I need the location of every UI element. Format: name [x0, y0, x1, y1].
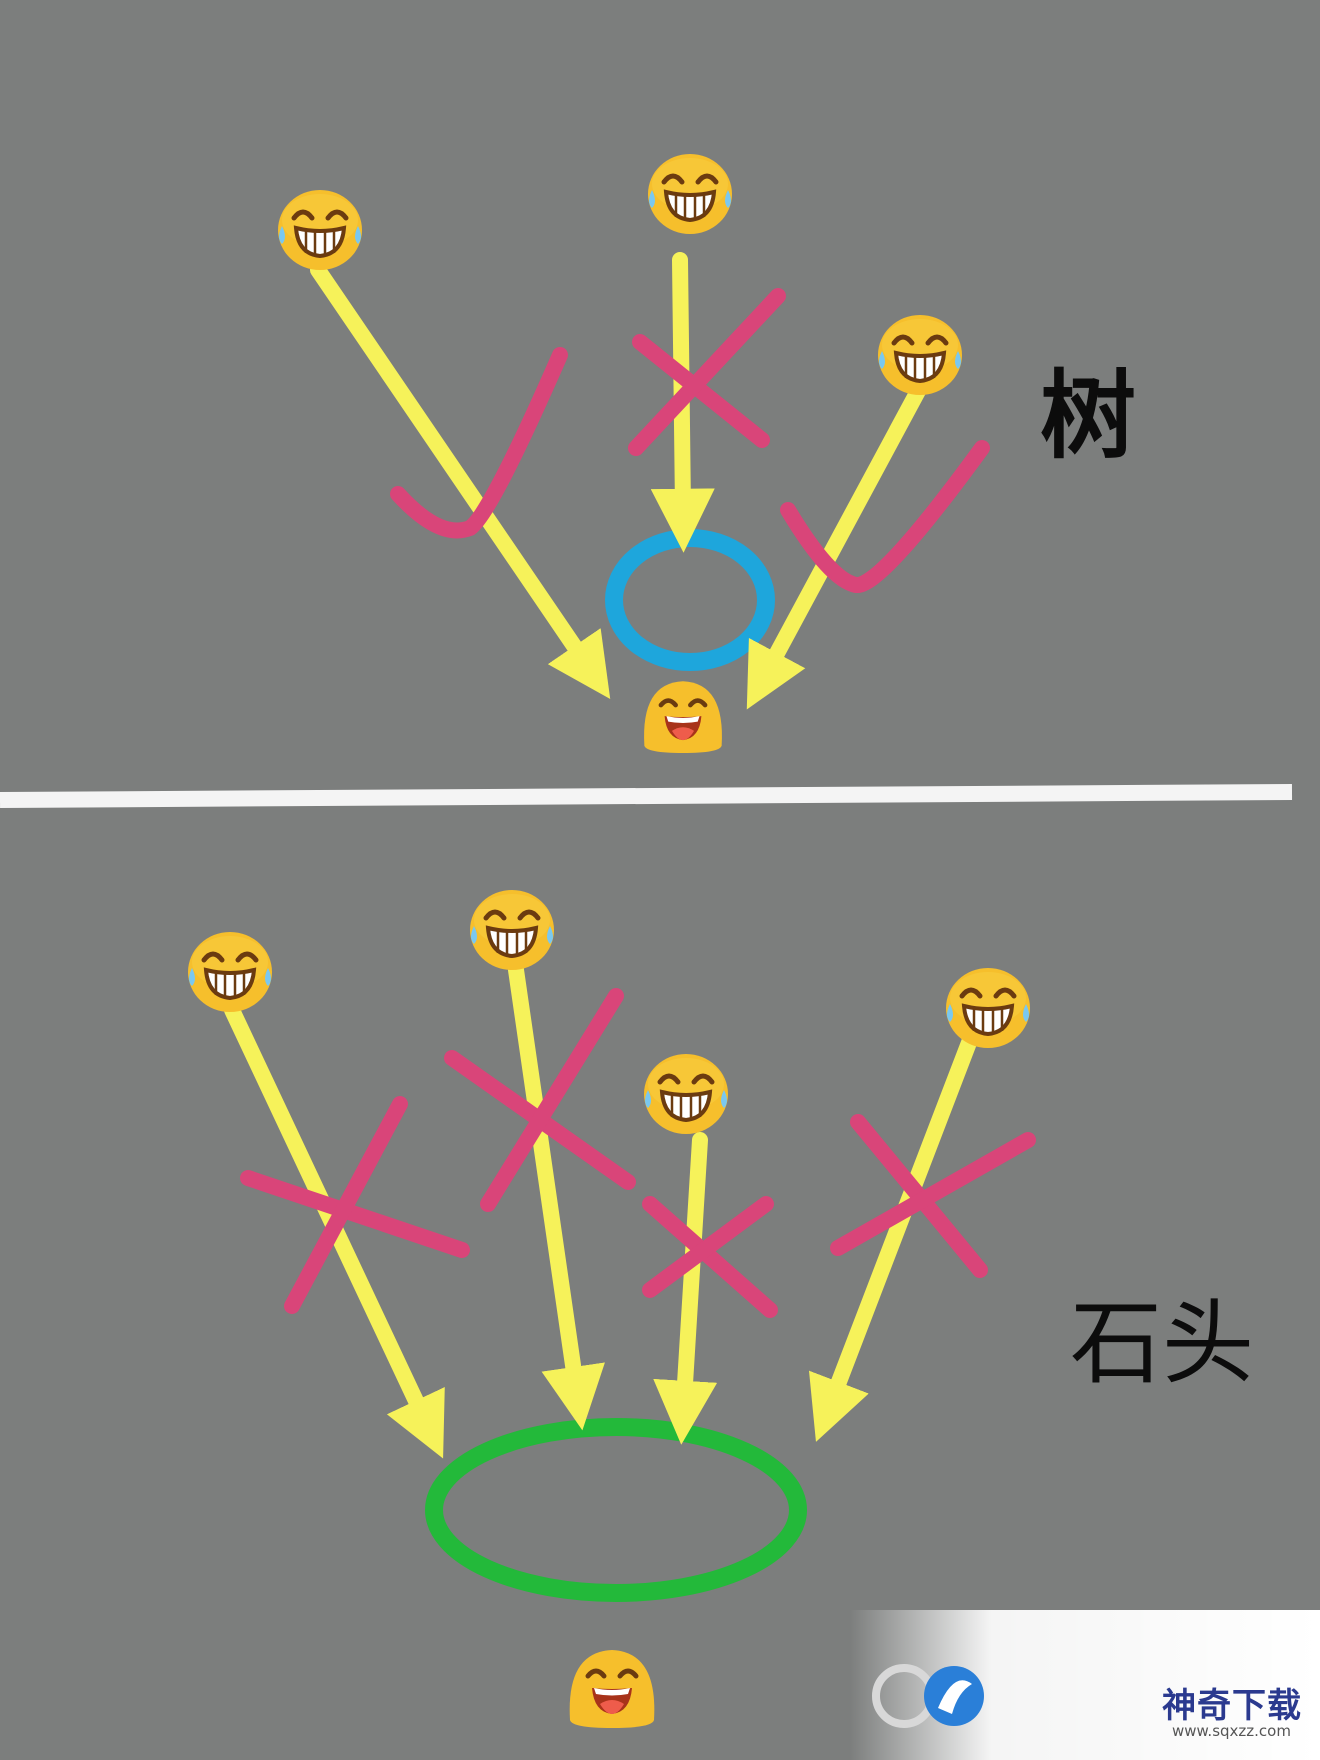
arrow [224, 1002, 445, 1459]
grin-emoji-icon [188, 932, 272, 1012]
check-mark [780, 440, 990, 593]
watermark-brand: 神奇下载 [1162, 1686, 1302, 1726]
cross-mark [240, 1170, 470, 1258]
tree-target-ring [605, 529, 775, 671]
label-tree: 树 [1040, 360, 1136, 472]
watermark-url: www.sqxzz.com [1172, 1722, 1291, 1740]
tree-section [278, 154, 990, 753]
grin-emoji-icon [470, 890, 554, 970]
arrow [653, 1132, 718, 1445]
happy-emoji-icon [570, 1650, 655, 1728]
sqxzz-logo-icon [872, 1664, 984, 1728]
grin-emoji-icon [278, 190, 362, 270]
stone-target-ring [425, 1418, 807, 1602]
label-stone: 石头 [1070, 1290, 1255, 1397]
grin-emoji-icon [648, 154, 732, 234]
check-mark [390, 347, 568, 539]
cross-mark [632, 334, 770, 448]
grin-emoji-icon [946, 968, 1030, 1048]
arrow [508, 962, 605, 1431]
cross-mark [480, 988, 624, 1212]
stone-section [188, 890, 1036, 1728]
cross-mark [642, 1196, 774, 1298]
grin-emoji-icon [878, 315, 962, 395]
arrow [310, 262, 611, 700]
cross-mark [642, 1196, 778, 1318]
watermark [850, 1610, 1320, 1760]
cross-mark [284, 1096, 408, 1314]
grin-emoji-icon [644, 1054, 728, 1134]
arrow [746, 372, 932, 710]
section-divider [0, 784, 1293, 808]
happy-emoji-icon [644, 681, 722, 753]
cross-mark [830, 1132, 1036, 1256]
cross-mark [628, 288, 786, 456]
